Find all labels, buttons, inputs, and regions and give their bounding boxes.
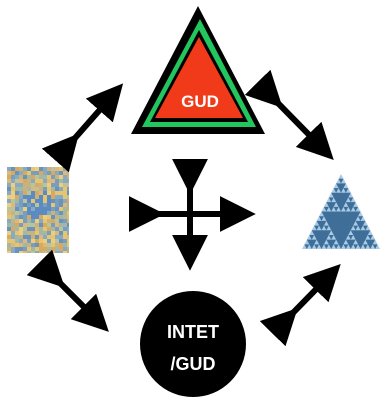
noise-map-texture <box>7 167 69 253</box>
arrow-top-right <box>244 69 334 160</box>
gud-label: GUD <box>181 92 219 111</box>
four-way-arrow-icon <box>128 158 256 271</box>
arrow-left-bottom <box>26 249 109 332</box>
triangle-red-core <box>155 37 243 118</box>
intet-circle <box>140 291 246 397</box>
cosmic-noise-map-icon <box>7 167 69 253</box>
arrow-bottom-right <box>259 263 341 347</box>
sierpinski-triangle-icon <box>302 174 380 249</box>
intet-gud-circle-node: INTET /GUD <box>140 291 246 397</box>
connector-arrows <box>26 69 341 347</box>
intet-label: INTET <box>167 322 219 342</box>
arrow-left-top <box>41 83 124 173</box>
gud-sub-label: /GUD <box>171 354 216 374</box>
gud-triangle-node: GUD <box>131 6 265 134</box>
